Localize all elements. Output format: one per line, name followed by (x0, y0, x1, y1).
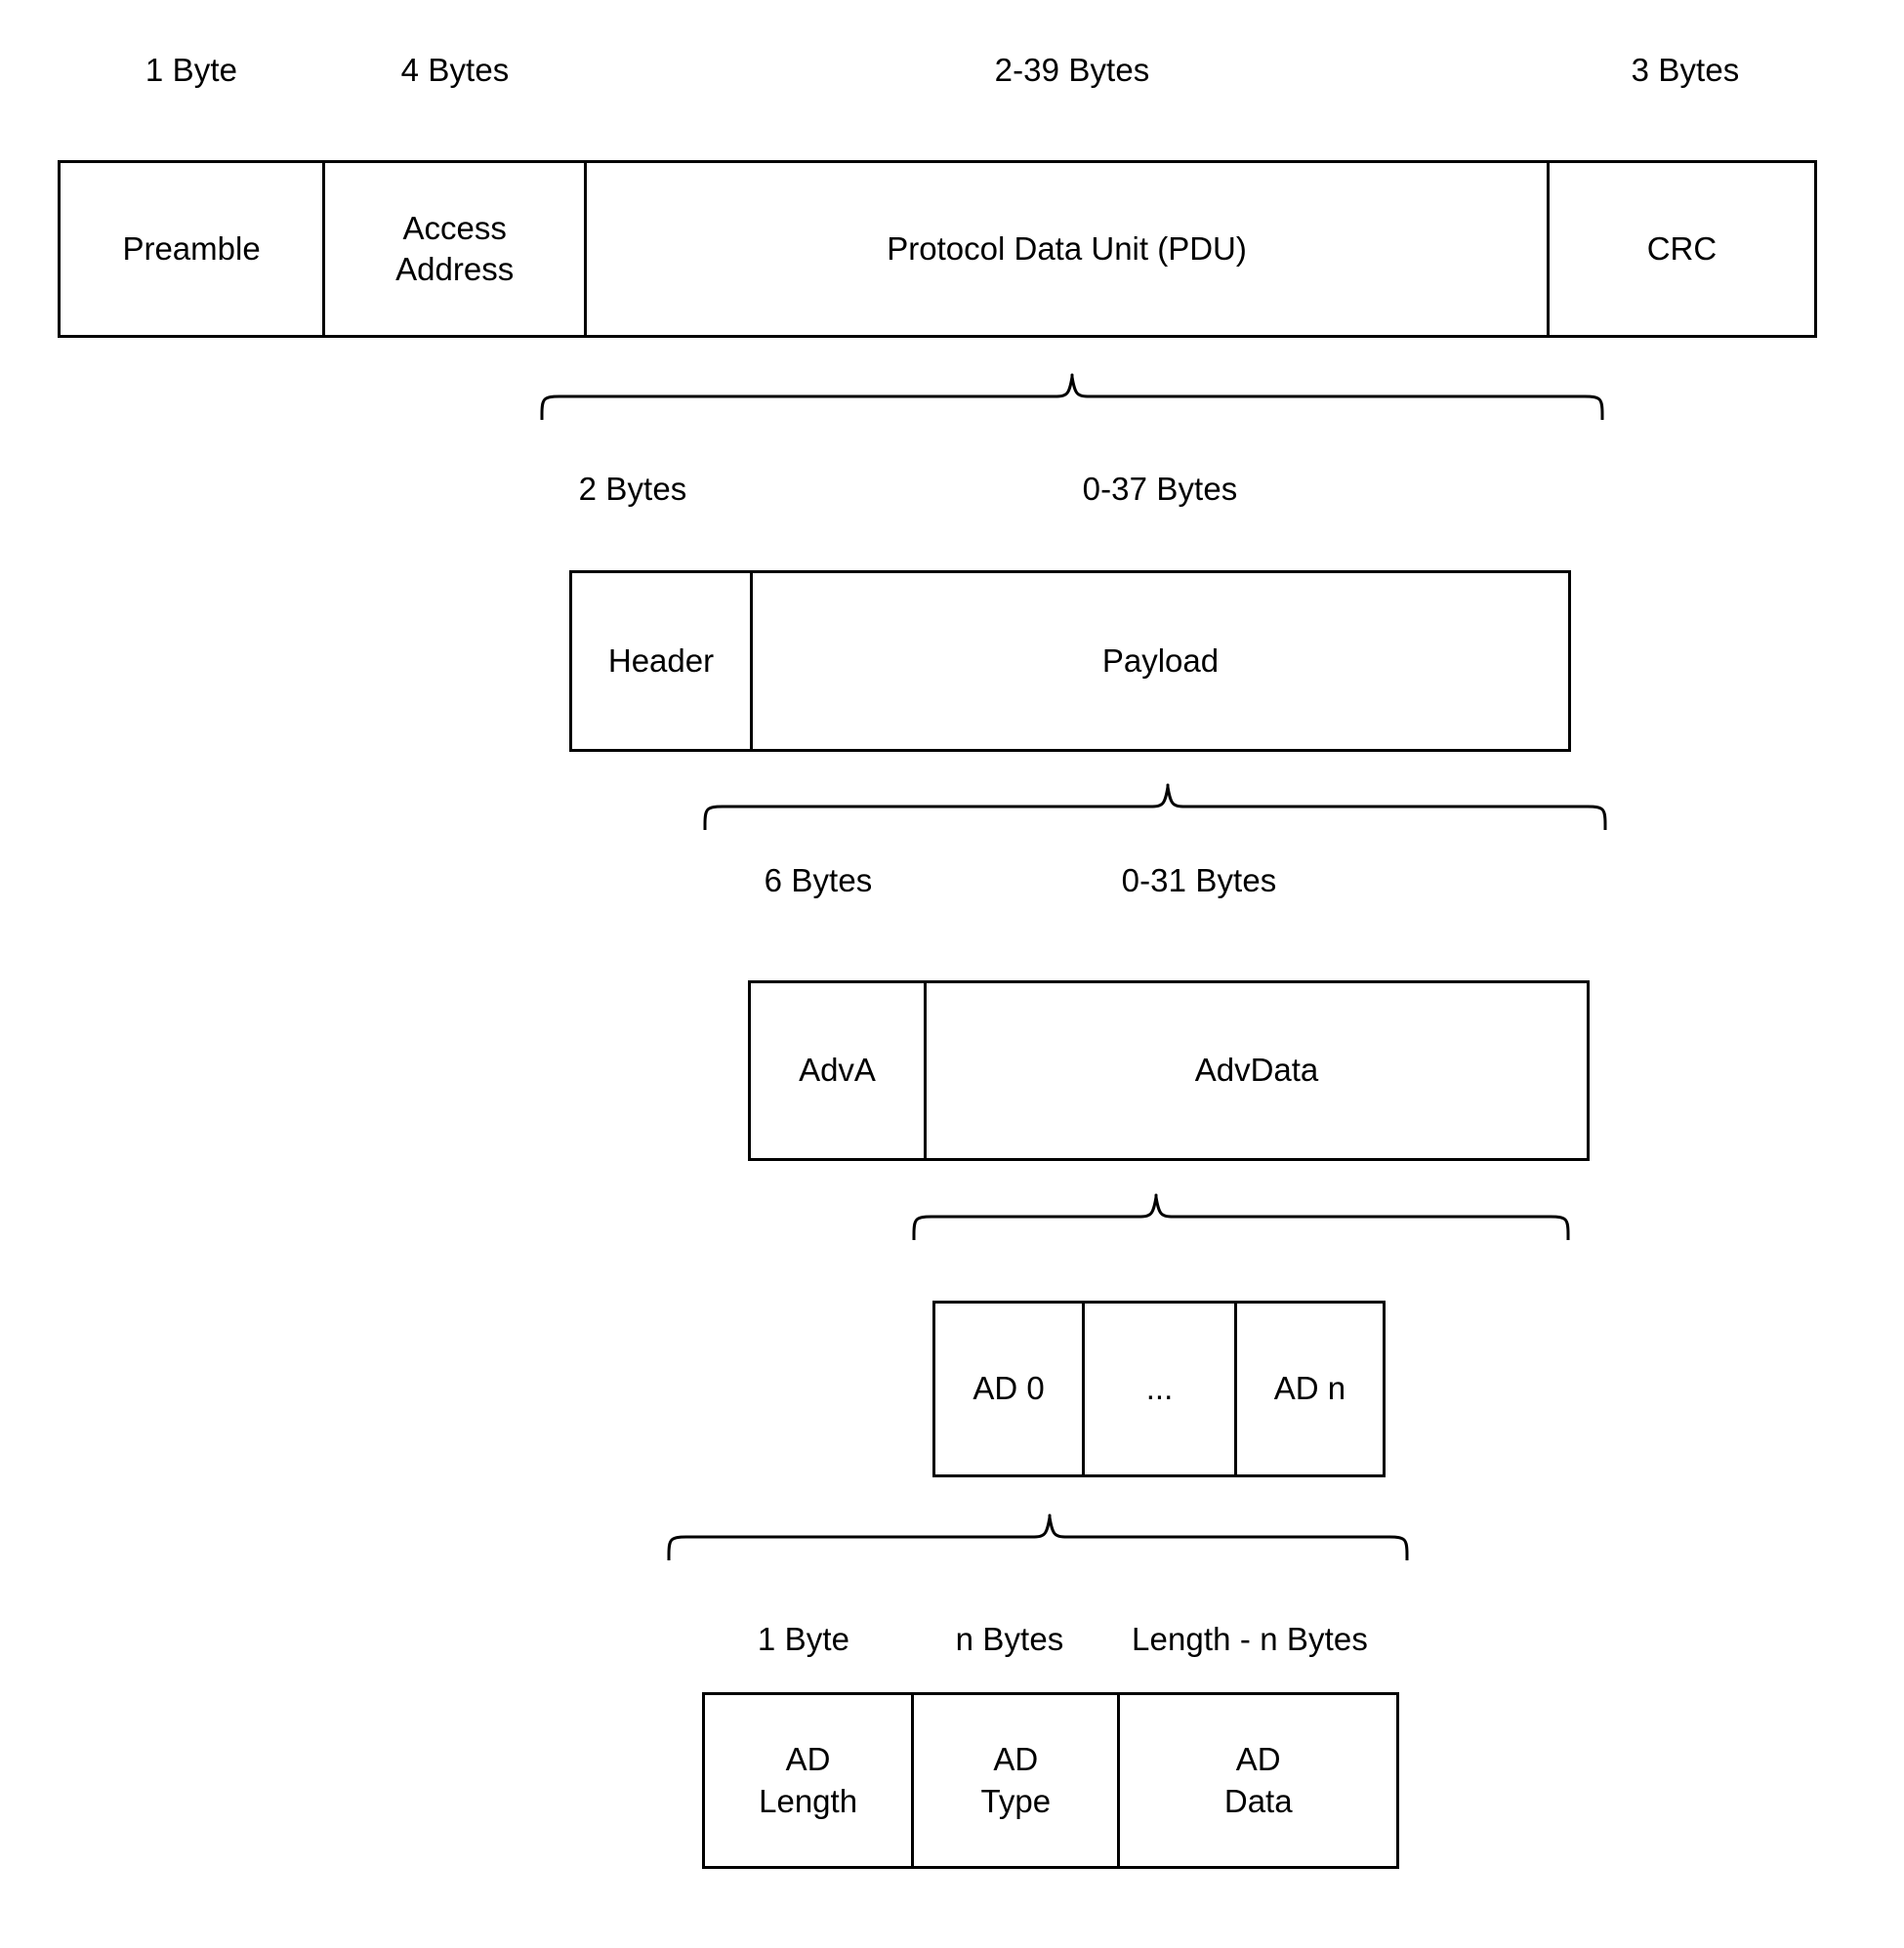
field-access-address[interactable]: Access Address (325, 163, 588, 335)
size-label-ad-type: n Bytes (955, 1621, 1064, 1657)
brace-pdu-expand (540, 373, 1604, 420)
field-crc[interactable]: CRC (1549, 163, 1814, 335)
packet-row-ad-structure: AD Length AD Type AD Data (702, 1692, 1399, 1869)
field-payload[interactable]: Payload (753, 573, 1568, 749)
size-label-ad-data: Length - n Bytes (1132, 1621, 1368, 1657)
field-preamble[interactable]: Preamble (61, 163, 326, 335)
field-ad-0[interactable]: AD 0 (935, 1304, 1086, 1474)
packet-row-link-layer: Preamble Access Address Protocol Data Un… (58, 160, 1817, 338)
field-ad-data[interactable]: AD Data (1120, 1695, 1396, 1866)
field-advdata[interactable]: AdvData (927, 983, 1587, 1158)
size-label-crc: 3 Bytes (1631, 52, 1740, 88)
packet-row-advdata: AD 0 ... AD n (932, 1301, 1386, 1477)
brace-payload-expand (703, 783, 1607, 830)
packet-row-payload: AdvA AdvData (748, 980, 1590, 1161)
packet-row-pdu: Header Payload (569, 570, 1571, 752)
field-pdu[interactable]: Protocol Data Unit (PDU) (587, 163, 1550, 335)
size-label-advdata: 0-31 Bytes (1121, 862, 1277, 898)
size-label-preamble: 1 Byte (145, 52, 238, 88)
size-label-payload: 0-37 Bytes (1082, 471, 1238, 507)
field-ad-ellipsis[interactable]: ... (1085, 1304, 1237, 1474)
field-ad-n[interactable]: AD n (1236, 1304, 1383, 1474)
size-label-adva: 6 Bytes (764, 862, 873, 898)
field-adva[interactable]: AdvA (751, 983, 927, 1158)
size-label-pdu: 2-39 Bytes (994, 52, 1150, 88)
brace-advdata-expand (912, 1193, 1570, 1240)
field-header[interactable]: Header (572, 573, 753, 749)
size-label-ad-length: 1 Byte (757, 1621, 850, 1657)
brace-ad-expand (667, 1513, 1409, 1560)
size-label-header: 2 Bytes (578, 471, 687, 507)
field-ad-type[interactable]: AD Type (914, 1695, 1121, 1866)
field-ad-length[interactable]: AD Length (705, 1695, 915, 1866)
size-label-access-address: 4 Bytes (400, 52, 510, 88)
